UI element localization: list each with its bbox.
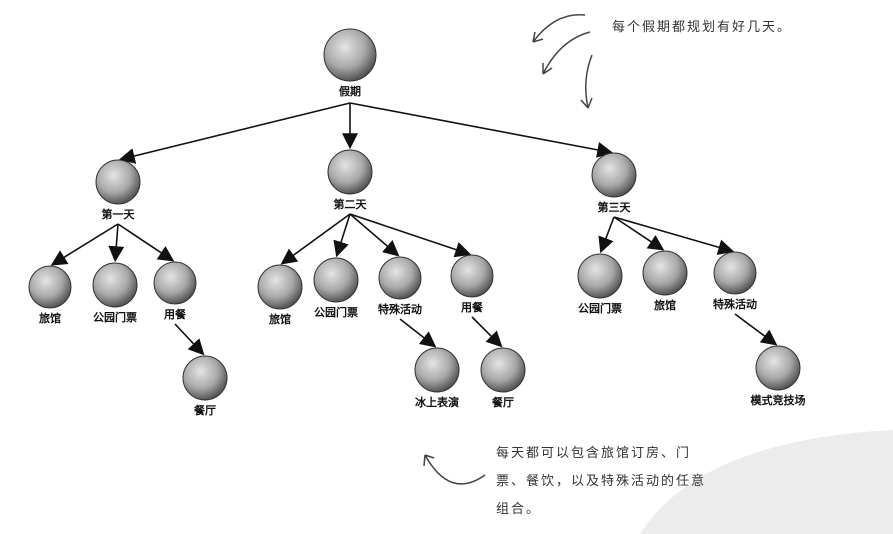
edge-root-d3 — [349, 102, 614, 158]
node-d2 — [327, 149, 373, 195]
node-label-d3c1: 模式竞技场 — [751, 393, 806, 407]
node-d2a — [257, 264, 303, 310]
node-label-d2c: 特殊活动 — [378, 302, 422, 316]
node-d1b — [92, 262, 138, 308]
node-d2c — [378, 256, 422, 300]
node-d3c1 — [755, 345, 801, 391]
node-label-d2a: 旅馆 — [269, 312, 291, 326]
node-d2d1 — [480, 347, 526, 393]
annotation-top: 每个假期都规划有好几天。 — [612, 20, 793, 35]
node-d3a — [577, 253, 623, 299]
edge-d1c-d1c1 — [174, 323, 205, 356]
node-root — [323, 28, 377, 82]
node-label-d1c: 用餐 — [164, 307, 187, 321]
edge-d2d-d2d1 — [471, 316, 503, 348]
edge-d1-d1a — [50, 223, 119, 266]
node-d1c1 — [182, 355, 228, 401]
node-label-root: 假期 — [339, 84, 361, 98]
node-label-d1a: 旅馆 — [39, 311, 61, 325]
node-d3b — [642, 250, 688, 296]
annotation-bottom: 每天都可以包含旅馆订房、门票、餐饮，以及特殊活动的任意组合。 — [496, 446, 707, 517]
watermark-shape — [640, 430, 893, 534]
node-label-d3a: 公园门票 — [578, 301, 622, 315]
node-d1a — [28, 265, 72, 309]
edge-d3-d3b — [613, 216, 665, 251]
node-label-d3c: 特殊活动 — [713, 297, 757, 311]
edge-d3-d3c — [613, 216, 735, 256]
node-d3 — [591, 152, 637, 198]
node-d3c — [713, 251, 757, 295]
node-label-d2d1: 餐厅 — [491, 395, 514, 409]
edge-d2-d2b — [333, 213, 351, 258]
node-label-d1b: 公园门票 — [93, 310, 137, 324]
node-d2c1 — [414, 347, 460, 393]
node-label-d3: 第三天 — [598, 200, 632, 214]
node-label-d3b: 旅馆 — [654, 298, 676, 312]
node-label-d2: 第二天 — [334, 197, 368, 211]
node-label-d2d: 用餐 — [461, 300, 484, 314]
node-label-d1c1: 餐厅 — [193, 403, 216, 417]
node-d1 — [95, 159, 141, 205]
node-d2d — [450, 254, 494, 298]
edge-d3c-d3c1 — [734, 313, 778, 346]
node-label-d1: 第一天 — [102, 207, 136, 221]
node-label-d2c1: 冰上表演 — [415, 395, 459, 409]
node-d1c — [153, 261, 197, 305]
edge-d3-d3a — [598, 216, 615, 254]
edge-d2-d2a — [280, 213, 351, 265]
edge-d1-d1c — [117, 223, 175, 262]
node-label-d2b: 公园门票 — [314, 305, 358, 319]
edge-d1-d1b — [108, 223, 125, 263]
edge-d2-d2d — [349, 213, 472, 258]
edge-d2-d2c — [349, 213, 400, 257]
hand-drawn-arrows — [423, 13, 593, 485]
node-d2b — [313, 257, 359, 303]
edge-root-d1 — [118, 102, 351, 164]
edge-d2c-d2c1 — [399, 318, 437, 348]
